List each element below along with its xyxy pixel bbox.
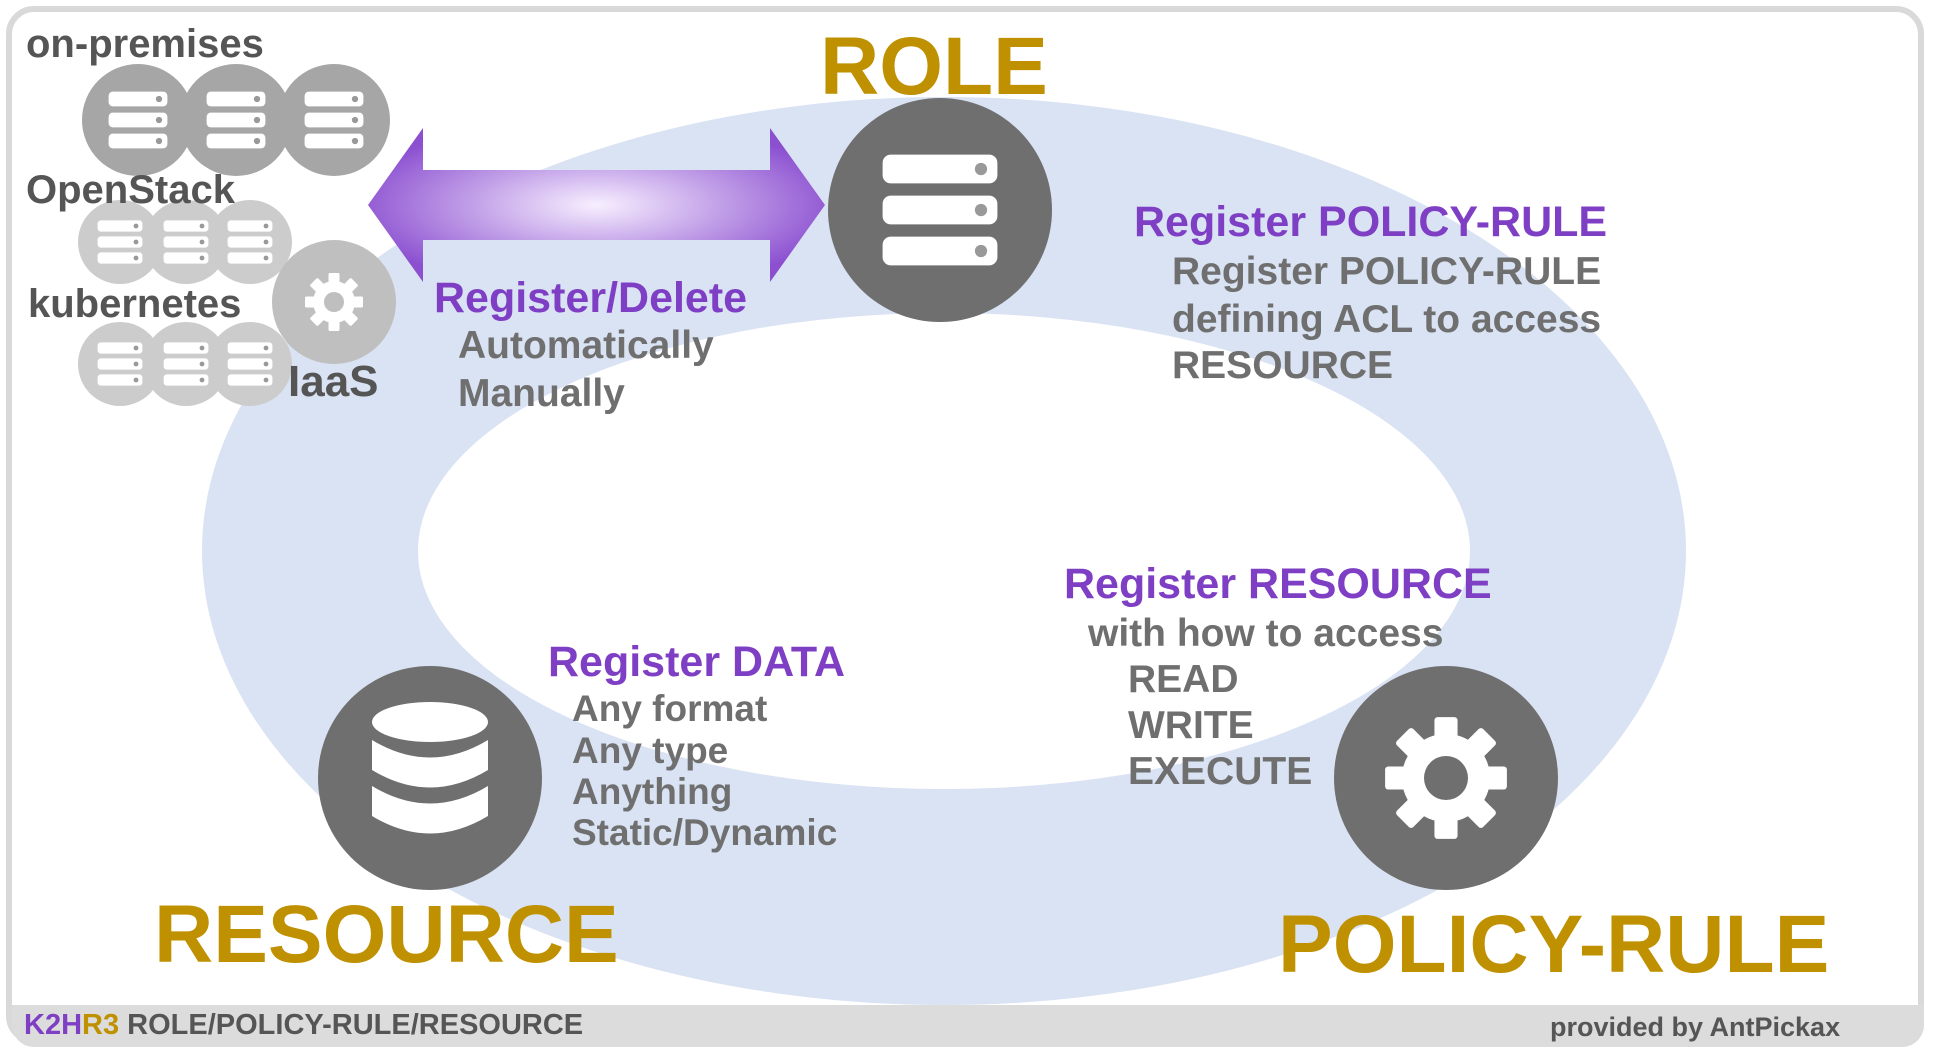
register-delete-item: Manually xyxy=(458,372,625,415)
openstack-label: OpenStack xyxy=(26,168,235,212)
data-kind-item: Static/Dynamic xyxy=(572,812,838,853)
kubernetes-server-icons xyxy=(78,322,292,406)
register-policy-line: Register POLICY-RULE xyxy=(1172,250,1602,293)
register-delete-item: Automatically xyxy=(458,324,714,367)
resource-database-icon xyxy=(318,666,542,890)
data-kind-item: Anything xyxy=(572,771,733,812)
iaas-label: IaaS xyxy=(288,357,379,406)
register-delete-double-arrow xyxy=(368,128,825,282)
footer-title-text: ROLE/POLICY-RULE/RESOURCE xyxy=(127,1009,584,1041)
role-label: ROLE xyxy=(820,21,1048,112)
on-premises-server-icons xyxy=(82,64,390,176)
iaas-gear-icon xyxy=(272,240,396,364)
role-server-icon xyxy=(828,98,1052,322)
register-policy-title: Register POLICY-RULE xyxy=(1134,198,1608,246)
access-type-item: WRITE xyxy=(1128,704,1254,747)
footer-title: K2HR3 ROLE/POLICY-RULE/RESOURCE xyxy=(24,1009,583,1042)
policy-rule-label: POLICY-RULE xyxy=(1278,899,1830,990)
data-kind-item: Any type xyxy=(572,730,729,771)
register-resource-title: Register RESOURCE xyxy=(1064,560,1492,608)
footer-brand-k2h: K2H xyxy=(24,1009,83,1041)
register-delete-title: Register/Delete xyxy=(434,274,748,322)
access-type-item: EXECUTE xyxy=(1128,750,1313,793)
footer-bar xyxy=(12,1005,1924,1047)
footer-credit: provided by AntPickax xyxy=(1550,1012,1841,1042)
openstack-server-icons xyxy=(78,200,292,284)
register-policy-line: defining ACL to access xyxy=(1172,298,1602,341)
data-kind-item: Any format xyxy=(572,688,768,729)
policy-rule-gear-icon xyxy=(1334,666,1558,890)
footer-brand-r3: R3 xyxy=(82,1009,120,1041)
on-premises-label: on-premises xyxy=(26,22,264,66)
resource-label: RESOURCE xyxy=(154,889,619,980)
cycle-ring xyxy=(202,97,1686,1005)
access-type-item: READ xyxy=(1128,658,1239,701)
kubernetes-label: kubernetes xyxy=(28,282,242,326)
register-data-title: Register DATA xyxy=(548,638,846,686)
register-resource-subtitle: with how to access xyxy=(1088,612,1444,655)
register-policy-line: RESOURCE xyxy=(1172,344,1394,387)
